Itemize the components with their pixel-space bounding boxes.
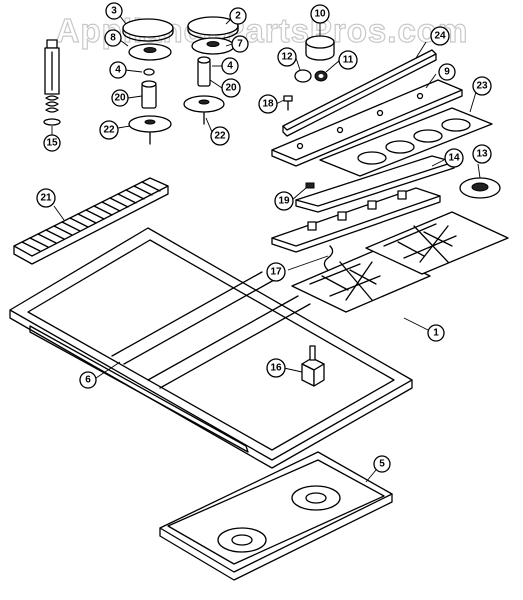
leader-lines [51, 15, 481, 483]
grate-front [291, 249, 431, 313]
callout-18: 18 [258, 94, 278, 114]
callout-12: 12 [277, 47, 297, 67]
callout-6: 6 [79, 371, 97, 389]
callout-24: 24 [430, 26, 450, 46]
burner-tube-right [197, 56, 211, 87]
svg-text:22: 22 [214, 131, 226, 142]
svg-text:22: 22 [103, 125, 115, 136]
svg-text:20: 20 [225, 83, 237, 94]
valve-bracket [271, 187, 441, 253]
control-knob [305, 35, 335, 61]
knob-spring [314, 70, 328, 82]
callout-15: 15 [43, 134, 61, 152]
callout-17: 17 [266, 262, 286, 282]
svg-text:11: 11 [343, 55, 354, 66]
callout-2: 2 [229, 7, 247, 25]
svg-text:15: 15 [46, 138, 58, 149]
svg-text:18: 18 [262, 99, 274, 110]
burner-head-right [191, 37, 235, 55]
svg-text:19: 19 [278, 196, 290, 207]
svg-text:8: 8 [110, 33, 116, 44]
svg-text:7: 7 [237, 39, 243, 50]
burner-base-left [128, 115, 172, 145]
clip [305, 182, 315, 189]
callout-22-right: 22 [210, 126, 230, 146]
callout-5: 5 [373, 455, 391, 473]
svg-text:6: 6 [85, 375, 91, 386]
grate-foot [459, 177, 501, 199]
svg-text:14: 14 [448, 153, 460, 164]
svg-text:10: 10 [314, 9, 326, 20]
burner-plate [319, 107, 493, 177]
svg-text:2: 2 [235, 11, 241, 22]
callout-14: 14 [444, 148, 464, 168]
svg-text:16: 16 [270, 363, 282, 374]
switch-block [301, 345, 325, 387]
svg-text:4: 4 [115, 65, 121, 76]
callout-4-left: 4 [109, 61, 127, 79]
callout-7: 7 [231, 35, 249, 53]
callout-20-right: 20 [221, 78, 241, 98]
burner-tube-left [141, 80, 157, 109]
knob-insert [294, 69, 312, 83]
svg-text:13: 13 [476, 149, 488, 160]
manifold-rail [282, 49, 437, 137]
callout-21: 21 [36, 188, 56, 208]
callout-16: 16 [266, 358, 286, 378]
svg-text:12: 12 [281, 52, 293, 63]
svg-text:23: 23 [476, 81, 488, 92]
igniter-assembly [43, 39, 61, 126]
burner-box [271, 79, 463, 167]
drip-tray [159, 451, 393, 581]
callout-19: 19 [274, 191, 294, 211]
callout-10: 10 [310, 4, 330, 24]
burner-cap-right [187, 16, 239, 40]
callout-22-left: 22 [99, 120, 119, 140]
callout-23: 23 [472, 76, 492, 96]
vent-grille [13, 177, 169, 265]
burner-base-right [183, 95, 225, 125]
svg-text:24: 24 [434, 31, 446, 42]
svg-text:3: 3 [111, 6, 117, 17]
callout-11: 11 [338, 50, 358, 70]
callout-4-right: 4 [221, 57, 239, 75]
ignition-wire [323, 245, 334, 273]
svg-text:17: 17 [270, 267, 282, 278]
svg-text:1: 1 [433, 328, 439, 339]
svg-text:9: 9 [444, 67, 450, 78]
orifice-left [143, 68, 155, 76]
burner-head-left [128, 43, 172, 61]
svg-text:21: 21 [40, 193, 52, 204]
screw [283, 95, 293, 111]
burner-cap-left [122, 18, 174, 42]
svg-text:5: 5 [379, 459, 385, 470]
cooktop-frame [9, 227, 413, 469]
callout-9: 9 [438, 63, 456, 81]
callout-3: 3 [105, 2, 123, 20]
svg-text:4: 4 [227, 61, 233, 72]
grate-rear [365, 211, 509, 275]
callout-1: 1 [427, 324, 445, 342]
callout-20-left: 20 [111, 89, 129, 107]
callout-13: 13 [472, 144, 492, 164]
callout-8: 8 [104, 29, 122, 47]
svg-text:20: 20 [114, 93, 126, 104]
